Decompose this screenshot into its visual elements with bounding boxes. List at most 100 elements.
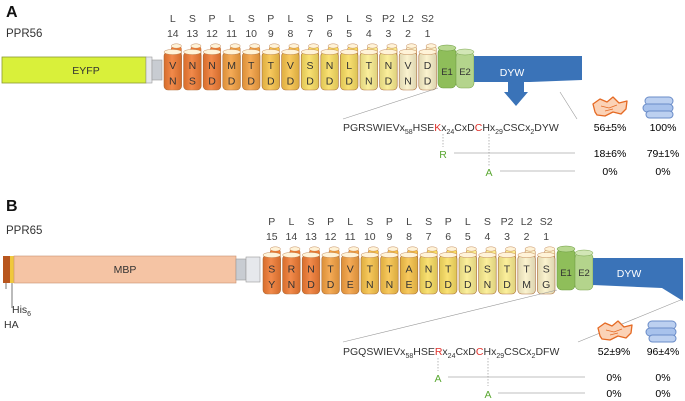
helix-a-top [418, 49, 437, 55]
helix-b-top [544, 246, 556, 252]
motif-a-sub1: 58 [405, 129, 413, 136]
repeat-type-label: P [326, 13, 333, 25]
helix-a-top [282, 252, 301, 258]
motif-a-sub2: 24 [447, 129, 455, 136]
repeat-type-label: S [365, 13, 372, 25]
motif-b-post: x [442, 346, 448, 358]
motif-a-sub4: 2 [530, 129, 534, 136]
ppr-repeat: SN [478, 246, 497, 295]
code-position-last: D [326, 75, 334, 87]
ppr-repeat: VN [163, 43, 182, 91]
repeat-number-label: 3 [504, 231, 510, 243]
repeat-number-label: 15 [266, 231, 278, 243]
panel-a: A PPR56 EYFP L14S13P12L11S10P9L8S7P6L5S4… [1, 4, 679, 179]
repeat-type-label: P2 [382, 13, 395, 25]
mbp-tag-label: MBP [114, 264, 137, 276]
repeat-number-label: 13 [305, 231, 317, 243]
e2-top-a [455, 48, 475, 56]
mutant-a1-label: R [439, 149, 447, 161]
code-position-last: D [464, 279, 472, 291]
repeat-number-label: 4 [366, 28, 372, 40]
repeat-type-label: P [268, 216, 275, 228]
helix-b-top [367, 43, 378, 49]
repeat-number-label: 1 [543, 231, 549, 243]
motif-a-hx: Hx [482, 122, 496, 134]
helix-shade [183, 52, 202, 90]
code-position-5: N [208, 60, 216, 72]
helix-b-top [387, 246, 399, 252]
repeat-type-label: S [189, 13, 196, 25]
value-a-plant-m2: 0% [602, 166, 617, 178]
helix-a-top [340, 49, 359, 55]
repeat-number-label: 11 [226, 28, 237, 40]
code-position-5: N [385, 60, 393, 72]
code-position-5: T [366, 60, 373, 72]
motif-b-sub4: 2 [532, 353, 536, 360]
helix-a-top [360, 252, 379, 258]
helix-a-top [281, 49, 300, 55]
bacteria-icon [642, 96, 674, 119]
bacteria-icon [645, 320, 677, 343]
panel-a-letter: A [6, 4, 18, 21]
helix-a-top [321, 252, 340, 258]
ppr-repeat: ND [419, 246, 438, 295]
repeat-type-label: P [208, 13, 215, 25]
code-position-last: D [385, 75, 393, 87]
ha-tag-box [3, 256, 10, 283]
motif-a-highlight-2: C [475, 122, 483, 134]
code-position-5: T [504, 264, 511, 276]
motif-b-sub1: 58 [405, 353, 413, 360]
repeat-number-label: 6 [327, 28, 333, 40]
value-a-plant-m1: 18±6% [594, 148, 627, 160]
code-position-last: D [208, 75, 216, 87]
repeat-type-label: P [327, 216, 334, 228]
mbp-tag-box [13, 255, 237, 284]
code-position-5: T [445, 264, 452, 276]
ppr-repeat: DD [458, 246, 477, 295]
helix-shade [222, 52, 241, 90]
helix-b-top [171, 43, 182, 49]
repeat-type-label: P [445, 216, 452, 228]
repeat-number-label: 14 [286, 231, 298, 243]
e2-label-b: E2 [578, 268, 590, 279]
helix-shade [164, 52, 182, 90]
repeat-number-label: 2 [405, 28, 411, 40]
ppr-repeat: VN [398, 43, 418, 91]
helix-a-top [261, 49, 280, 55]
dyw-label-a: DYW [500, 67, 525, 79]
motif-b-hx: Hx [483, 346, 497, 358]
repeat-number-label: 4 [484, 231, 490, 243]
ppr-repeat: TN [360, 246, 379, 295]
linker-b-2 [245, 256, 261, 283]
code-position-5: T [386, 264, 393, 276]
code-position-last: D [267, 75, 275, 87]
helix-b-top [229, 43, 241, 49]
ppr-repeat: LD [340, 43, 359, 91]
motif-b-csc: CSCx [504, 346, 532, 358]
helix-a-top [379, 49, 398, 55]
repeat-type-label: S2 [421, 13, 434, 25]
motif-a-cxd: CxD [454, 122, 475, 134]
ppr-repeat: TN [359, 43, 378, 91]
ppr-repeat: ND [202, 43, 222, 91]
motif-b-mid: HSE [413, 346, 435, 358]
helix-shade [379, 52, 398, 90]
plant-cell-icon [597, 320, 633, 341]
helix-b-top [347, 43, 359, 49]
panel-b-protein-name: PPR65 [6, 225, 42, 237]
ppr-repeat: SY [262, 246, 281, 295]
motif-b: PGQSWIEVx58HSERx24CxDCHx29CSCx2DFW [343, 346, 559, 360]
helix-a-top [478, 252, 497, 258]
repeat-type-label: L [406, 216, 412, 228]
repeat-number-label: 5 [346, 28, 352, 40]
helix-shade [478, 255, 497, 294]
code-position-last: S [189, 75, 196, 87]
code-position-last: E [347, 279, 354, 291]
his-label-text: His [12, 304, 27, 316]
ppr-repeat: TD [497, 246, 517, 295]
repeat-type-label: L [288, 216, 294, 228]
code-position-last: D [345, 75, 353, 87]
repeat-number-label: 9 [386, 231, 392, 243]
